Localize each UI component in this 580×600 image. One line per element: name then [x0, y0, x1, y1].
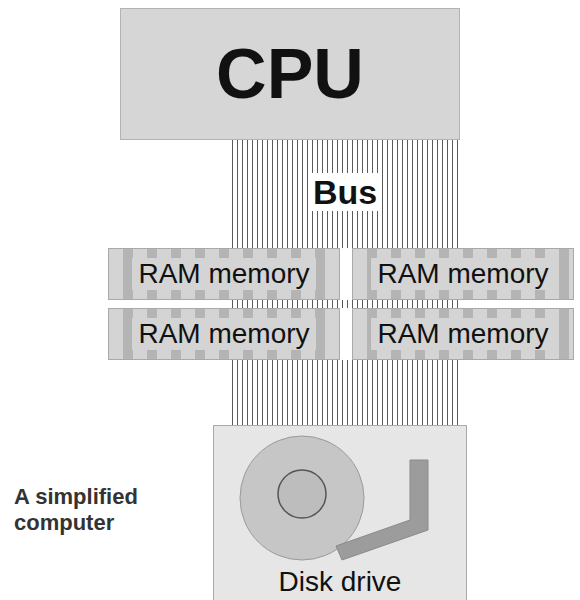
disk-spindle [278, 470, 326, 518]
figure-caption: A simplified computer [14, 484, 164, 536]
cpu-box: CPU [120, 8, 460, 140]
bus-lines [346, 360, 458, 425]
disk-drive-box: Disk drive [213, 425, 467, 600]
ram-label: RAM memory [371, 258, 554, 290]
disk-platter [240, 436, 364, 560]
bus-lines [232, 360, 344, 425]
ram-module: RAM memory [108, 248, 340, 300]
bus-label: Bus [309, 173, 381, 211]
ram-label: RAM memory [132, 258, 315, 290]
bus-lines [232, 300, 344, 308]
bus-lines [346, 300, 458, 308]
ram-label: RAM memory [132, 318, 315, 350]
disk-label: Disk drive [279, 566, 402, 598]
ram-label: RAM memory [371, 318, 554, 350]
ram-module: RAM memory [108, 308, 340, 360]
read-write-arm [336, 460, 428, 560]
cpu-label: CPU [216, 34, 364, 114]
ram-module: RAM memory [352, 308, 574, 360]
ram-module: RAM memory [352, 248, 574, 300]
